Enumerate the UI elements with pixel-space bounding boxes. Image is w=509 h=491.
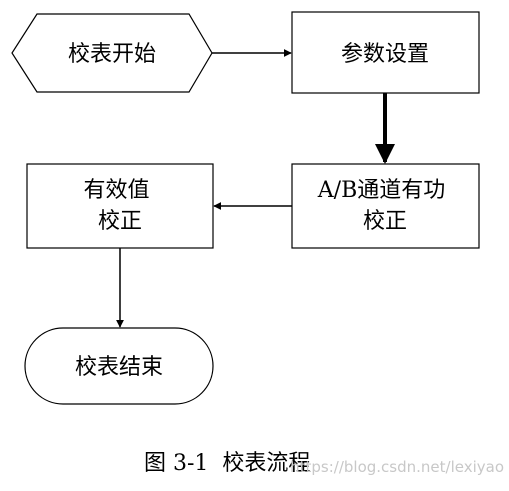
end-label: 校表结束 [75, 355, 163, 380]
end-terminator [24, 327, 214, 405]
params-label: 参数设置 [341, 42, 429, 67]
figure-caption: 图 3-1 校表流程 [144, 451, 310, 476]
effective-value-box [26, 163, 214, 249]
watermark-text: https://blog.csdn.net/lexiyao [290, 458, 504, 476]
effective-value-label: 有效值 校正 [83, 178, 156, 234]
ab-channel-box [291, 163, 480, 249]
start-terminator [11, 13, 213, 93]
ab-channel-label: A/B通道有功 校正 [317, 178, 452, 234]
params-box [291, 11, 480, 94]
start-label: 校表开始 [68, 42, 156, 67]
